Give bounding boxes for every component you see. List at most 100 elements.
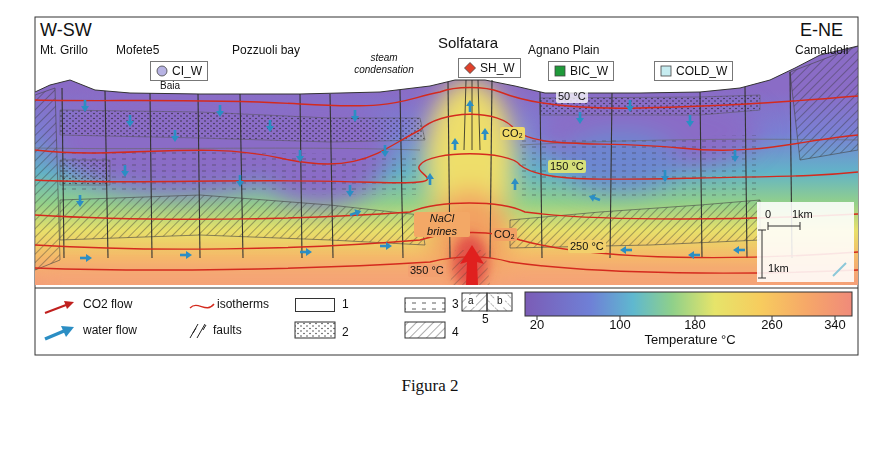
- colorbar-tick: 100: [609, 318, 631, 333]
- water-flow-arrows: [587, 192, 601, 204]
- water-flow-arrows: [76, 100, 745, 262]
- sample-site-box: SH_W: [458, 58, 521, 78]
- scale-bar: [758, 230, 766, 278]
- fluid-label: NaCl brines: [414, 212, 470, 237]
- fault-lines: [330, 94, 333, 258]
- sample-site-box: CI_W: [150, 61, 208, 81]
- legend-samples: [405, 322, 445, 338]
- place-name: Mt. Grillo: [40, 44, 88, 58]
- water-flow-arrows: [349, 207, 363, 219]
- fault-lines: [610, 93, 612, 258]
- site-name: COLD_W: [676, 64, 727, 78]
- legend-samples: [45, 292, 852, 339]
- water-flow-arrows: [733, 246, 745, 254]
- scale-label: 0: [765, 208, 771, 221]
- fault-lines: [62, 88, 64, 258]
- legend-samples: [295, 322, 335, 338]
- water-flow-arrows: [466, 100, 474, 112]
- isotherm-label: 250 °C: [568, 240, 606, 253]
- temperature-field: [35, 40, 858, 293]
- frame: [35, 17, 858, 355]
- water-flow-arrows: [688, 251, 700, 259]
- site-name: CI_W: [172, 64, 202, 78]
- water-flow-arrows: [511, 178, 519, 190]
- water-flow-arrows: [76, 195, 84, 207]
- isotherm-label: 350 °C: [408, 264, 446, 277]
- scale-bar: [757, 202, 854, 282]
- legend-text: 2: [342, 326, 349, 340]
- legend-samples: [190, 304, 214, 308]
- geologic-units: [35, 139, 858, 150]
- direction-label: W-SW: [40, 20, 92, 41]
- water-flow-arrows: [126, 115, 134, 127]
- water-flow-arrows: [296, 150, 304, 162]
- water-flow-arrows: [216, 105, 224, 117]
- site-name: SH_W: [480, 61, 515, 75]
- water-flow-arrows: [351, 110, 359, 122]
- gas-label: CO₂: [500, 127, 525, 140]
- legend-samples: [405, 298, 445, 312]
- water-flow-arrows: [451, 138, 459, 150]
- gas-label: CO₂: [492, 228, 517, 241]
- fault-lines: [62, 72, 792, 258]
- legend-swatch: [295, 298, 335, 312]
- water-flow-arrows: [426, 173, 434, 185]
- place-name: Mofete5: [116, 44, 159, 58]
- legend-text: 5: [482, 313, 489, 327]
- place-name: Solfatara: [438, 34, 498, 51]
- fault-lines: [198, 94, 200, 258]
- colorbar-tick: 260: [761, 318, 783, 333]
- water-flow-arrows: [381, 145, 389, 157]
- geologic-units: [60, 150, 420, 195]
- scale-bar: [768, 222, 800, 230]
- place-name: Camaldoli: [795, 44, 848, 58]
- fault-lines: [400, 90, 403, 258]
- water-flow-arrows: [266, 120, 274, 132]
- colorbar-tick: 20: [530, 318, 544, 333]
- legend-text: CO2 flow: [83, 298, 132, 312]
- water-flow-arrows: [300, 248, 312, 256]
- water-flow-arrows: [121, 165, 129, 177]
- water-flow-arrows: [346, 185, 354, 197]
- isotherms: [35, 88, 858, 274]
- legend-text: faults: [213, 324, 242, 338]
- legend-text: 4: [452, 326, 459, 340]
- co2-flow-arrow: [460, 245, 484, 285]
- site-symbol: [464, 62, 476, 74]
- geologic-units: [510, 200, 760, 248]
- geologic-units: [35, 88, 60, 270]
- isotherms: [35, 257, 858, 273]
- legend-samples: [45, 305, 66, 313]
- sample-site-box: COLD_W: [654, 61, 733, 81]
- water-flow-arrows: [380, 242, 392, 250]
- legend-samples: [487, 293, 512, 311]
- legend-samples: [61, 326, 74, 337]
- water-flow-arrows: [731, 150, 739, 162]
- pattern-label: a: [466, 295, 476, 307]
- legend-samples: [45, 331, 64, 339]
- water-flow-arrows: [620, 246, 632, 254]
- legend-text: 3: [452, 298, 459, 312]
- direction-label: E-NE: [800, 20, 843, 41]
- water-flow-arrows: [661, 170, 669, 182]
- water-flow-arrows: [626, 100, 634, 112]
- place-name: Agnano Plain: [528, 44, 599, 58]
- legend-samples: [64, 301, 74, 309]
- legend-divider: [35, 288, 858, 289]
- water-flow-arrows: [171, 130, 179, 142]
- legend-text: water flow: [83, 324, 137, 338]
- site-symbol: [554, 65, 566, 77]
- site-name: BIC_W: [570, 64, 608, 78]
- isotherm-label: 150 °C: [548, 160, 586, 173]
- scale-bar: [833, 263, 846, 276]
- sample-site-box: BIC_W: [548, 61, 614, 81]
- water-flow-arrows: [576, 112, 584, 124]
- legend-samples: [525, 292, 852, 316]
- site-symbol: [156, 65, 168, 77]
- geologic-units: [60, 110, 425, 142]
- water-flow-arrows: [80, 254, 92, 262]
- pattern-label: b: [495, 295, 505, 307]
- fault-lines: [105, 91, 108, 258]
- water-flow-arrows: [236, 175, 244, 187]
